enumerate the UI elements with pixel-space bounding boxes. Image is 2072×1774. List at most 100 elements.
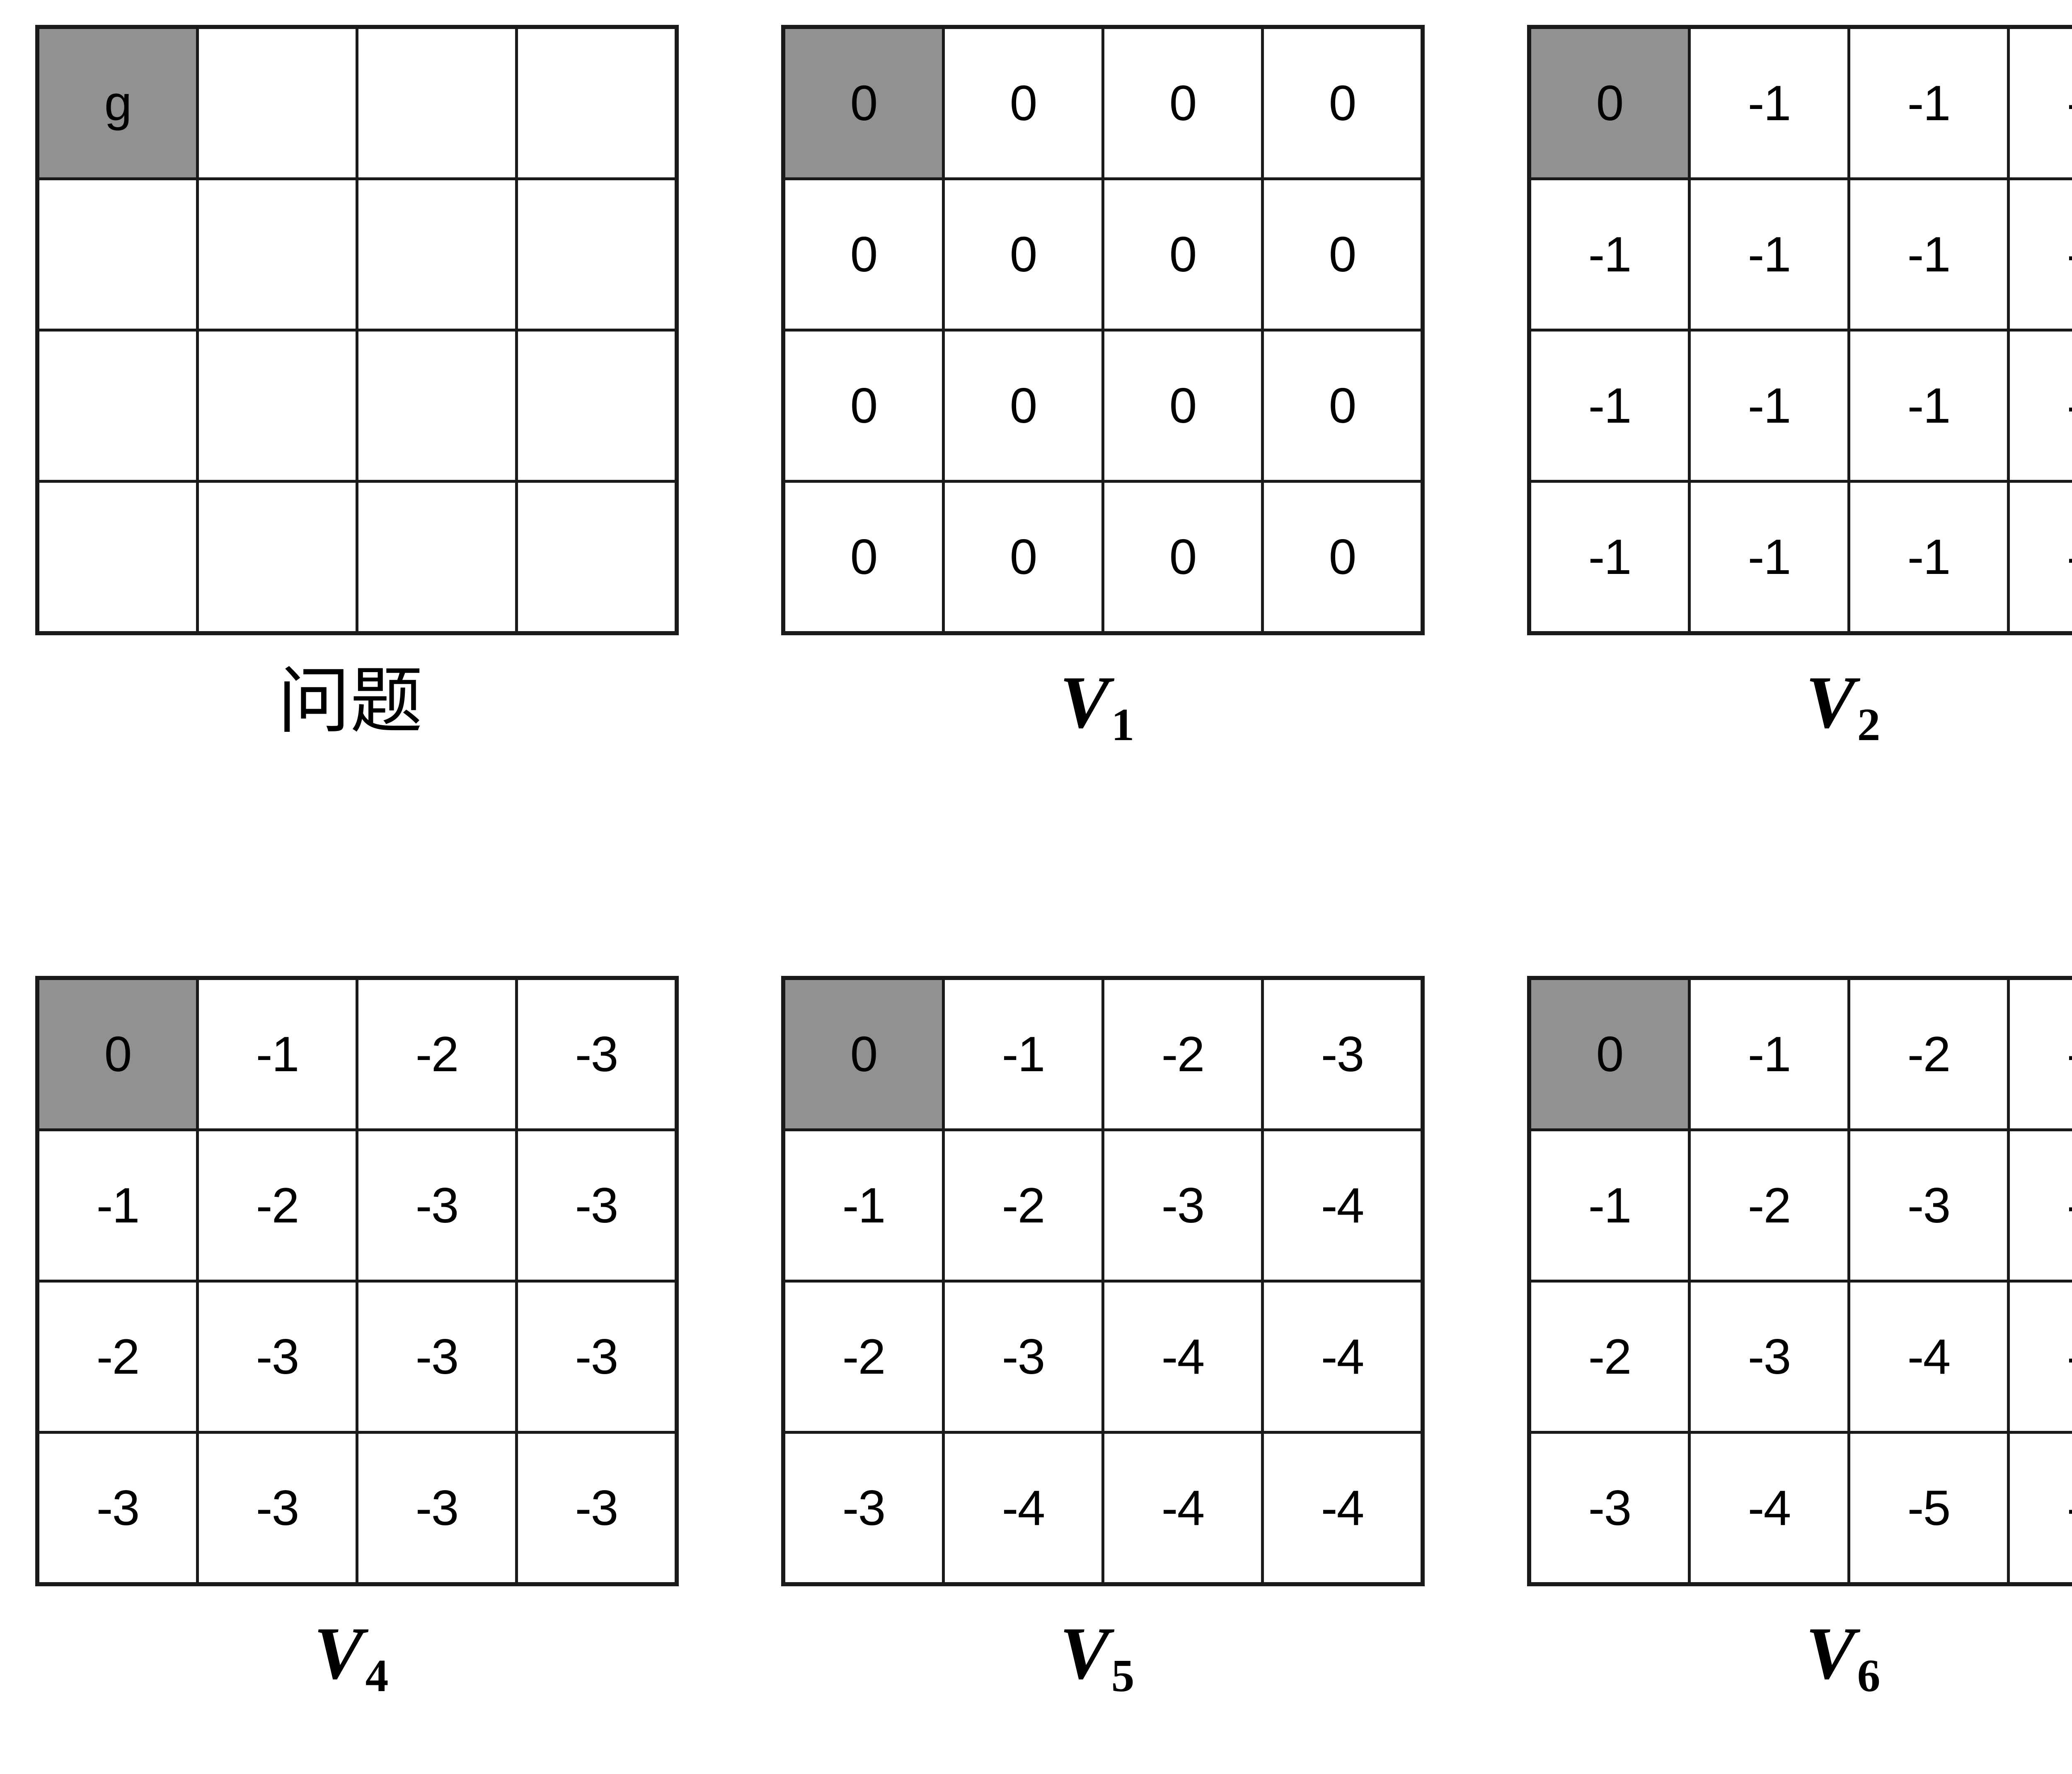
table-row: -1-1-1-1: [1527, 480, 2072, 635]
table-row: -1-2-3-4: [1527, 1128, 2072, 1283]
value-grid-v5: 0-1-2-3-1-2-3-4-2-3-4-4-3-4-4-4: [781, 976, 1425, 1586]
grid-cell-v4-r3c0: -3: [36, 1431, 199, 1586]
grid-cell-v4-r0c3: -3: [515, 976, 678, 1131]
grid-cell-v5-r1c2: -3: [1101, 1128, 1264, 1283]
panel-label-subscript-v1: 1: [1111, 699, 1135, 751]
panel-label-problem: 问题: [35, 665, 665, 738]
table-row: -2-3-3-3: [36, 1280, 678, 1434]
grid-cell-problem-r0c2: [356, 25, 518, 180]
grid-cell-v2-r3c1: -1: [1688, 480, 1850, 635]
table-row: -1-1-1-1: [1527, 177, 2072, 332]
grid-cell-v4-r1c1: -2: [196, 1128, 358, 1283]
grid-cell-v2-r0c0: 0: [1527, 25, 1691, 180]
grid-cell-v4-r2c3: -3: [515, 1280, 678, 1434]
grid-cell-v5-r0c3: -3: [1261, 976, 1424, 1131]
grid-cell-v1-r3c0: 0: [782, 480, 945, 635]
grid-cell-v1-r3c3: 0: [1261, 480, 1424, 635]
table-row: -1-2-3-4: [782, 1128, 1424, 1283]
grid-cell-v2-r0c3: -1: [2007, 25, 2072, 180]
grid-cell-v4-r1c3: -3: [515, 1128, 678, 1283]
table-row: -3-4-4-4: [782, 1431, 1424, 1586]
value-grid-v2: 0-1-1-1-1-1-1-1-1-1-1-1-1-1-1-1: [1527, 25, 2072, 635]
grid-cell-problem-r1c0: [36, 177, 199, 332]
panel-label-v5: V5: [781, 1616, 1411, 1699]
grid-cell-v4-r2c0: -2: [36, 1280, 199, 1434]
grid-cell-v6-r0c0: 0: [1527, 976, 1691, 1131]
grid-cell-v6-r2c2: -4: [1847, 1280, 2010, 1434]
panel-label-subscript-v2: 2: [1857, 699, 1881, 751]
grid-cell-v2-r1c0: -1: [1527, 177, 1691, 332]
grid-cell-v5-r3c0: -3: [782, 1431, 945, 1586]
grid-cell-problem-r2c1: [196, 329, 358, 483]
grid-cell-v5-r3c3: -4: [1261, 1431, 1424, 1586]
grid-cell-v1-r1c3: 0: [1261, 177, 1424, 332]
grid-cell-v4-r3c3: -3: [515, 1431, 678, 1586]
grid-cell-v5-r0c0: 0: [782, 976, 945, 1131]
grid-cell-v2-r2c1: -1: [1688, 329, 1850, 483]
grid-cell-v6-r2c0: -2: [1527, 1280, 1691, 1434]
table-row: -2-3-4-5: [1527, 1280, 2072, 1434]
panel-label-v2: V2: [1527, 665, 2072, 748]
grid-cell-v6-r0c3: -3: [2007, 976, 2072, 1131]
value-grid-panel-v6: 0-1-2-3-1-2-3-4-2-3-4-5-3-4-5-5V6: [1492, 976, 2072, 1699]
panel-label-v1: V1: [781, 665, 1411, 748]
grid-cell-problem-r1c3: [515, 177, 678, 332]
table-row: -3-3-3-3: [36, 1431, 678, 1586]
grid-cell-problem-r3c2: [356, 480, 518, 635]
grid-cell-v2-r3c3: -1: [2007, 480, 2072, 635]
table-row: -1-1-1-1: [1527, 329, 2072, 483]
table-row: -2-3-4-4: [782, 1280, 1424, 1434]
grid-cell-v5-r2c2: -4: [1101, 1280, 1264, 1434]
panel-label-subscript-v5: 5: [1111, 1651, 1135, 1702]
panel-label-subscript-v6: 6: [1857, 1651, 1881, 1702]
grid-cell-v4-r0c0: 0: [36, 976, 199, 1131]
grid-cell-v2-r1c3: -1: [2007, 177, 2072, 332]
table-row: [36, 480, 678, 635]
grid-cell-v4-r0c2: -2: [356, 976, 518, 1131]
grid-cell-problem-r0c1: [196, 25, 358, 180]
grid-cell-problem-r3c1: [196, 480, 358, 635]
grid-cell-v5-r1c0: -1: [782, 1128, 945, 1283]
grid-cell-v6-r1c0: -1: [1527, 1128, 1691, 1283]
table-row: -3-4-5-5: [1527, 1431, 2072, 1586]
panel-label-v6: V6: [1527, 1616, 2072, 1699]
grid-cell-problem-r3c3: [515, 480, 678, 635]
table-row: g: [36, 25, 678, 180]
grid-cell-v6-r3c0: -3: [1527, 1431, 1691, 1586]
grid-cell-v4-r1c0: -1: [36, 1128, 199, 1283]
grid-cell-v6-r2c1: -3: [1688, 1280, 1850, 1434]
grid-cell-v2-r1c1: -1: [1688, 177, 1850, 332]
grid-cell-v4-r3c2: -3: [356, 1431, 518, 1586]
panel-label-base-v5: V5: [1060, 1612, 1135, 1702]
panel-label-text-problem: 问题: [278, 659, 423, 743]
value-grid-problem: g: [35, 25, 679, 635]
grid-cell-problem-r0c3: [515, 25, 678, 180]
grid-cell-v2-r0c1: -1: [1688, 25, 1850, 180]
grid-cell-problem-r2c0: [36, 329, 199, 483]
panel-label-base-v2: V2: [1806, 661, 1881, 751]
grid-cell-v1-r1c0: 0: [782, 177, 945, 332]
panel-label-base-v6: V6: [1806, 1612, 1881, 1702]
grid-cell-v1-r0c3: 0: [1261, 25, 1424, 180]
grid-cell-v4-r0c1: -1: [196, 976, 358, 1131]
grid-cell-v5-r3c2: -4: [1101, 1431, 1264, 1586]
grid-cell-v1-r2c1: 0: [942, 329, 1104, 483]
table-row: [36, 177, 678, 332]
panel-label-base-v4: V4: [314, 1612, 389, 1702]
grid-cell-v5-r0c2: -2: [1101, 976, 1264, 1131]
table-row: [36, 329, 678, 483]
grid-cell-v4-r1c2: -3: [356, 1128, 518, 1283]
grid-cell-v5-r1c1: -2: [942, 1128, 1104, 1283]
grid-cell-problem-r3c0: [36, 480, 199, 635]
